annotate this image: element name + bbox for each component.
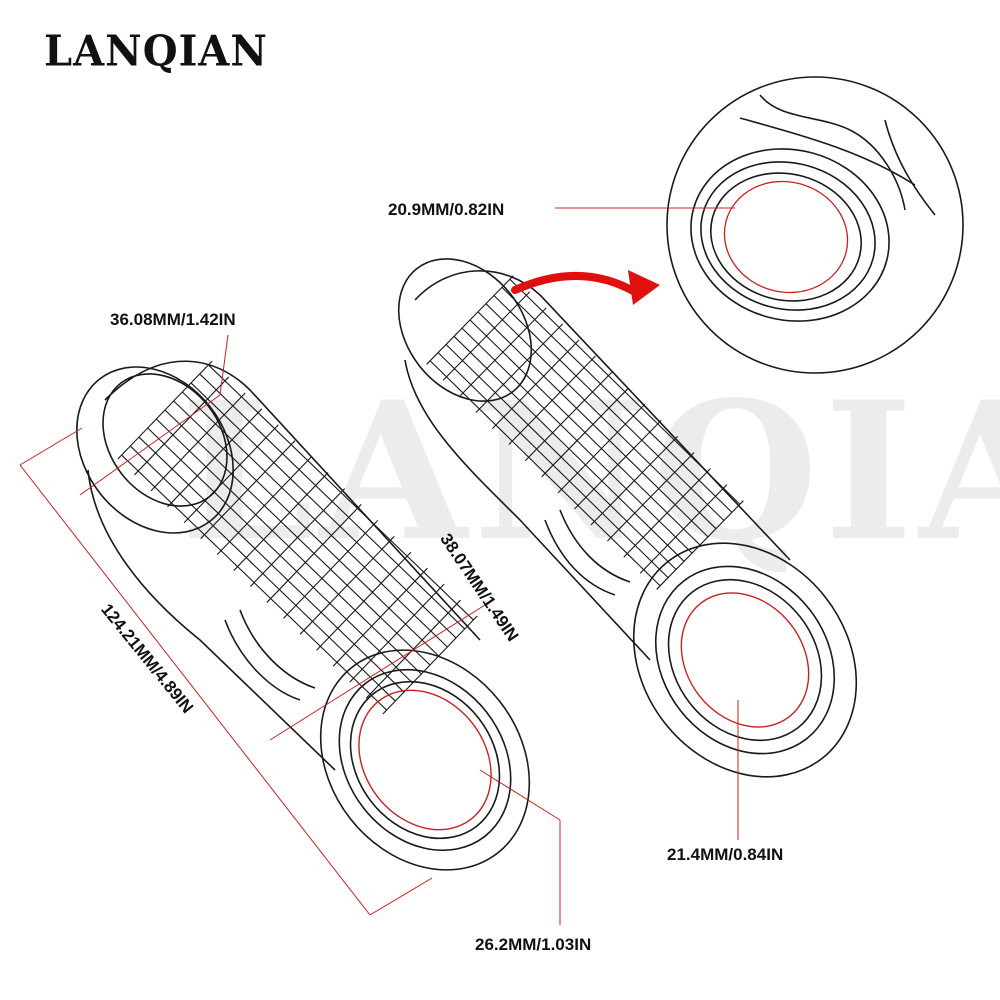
grip-rib-line: [437, 352, 669, 579]
grip-rib-line: [477, 311, 709, 538]
detail-arrow-head: [628, 270, 660, 305]
grip-rib-line: [181, 391, 448, 648]
bore-diameter-label: 21.4MM/0.84IN: [667, 845, 784, 864]
grip-rib-line: [129, 445, 396, 702]
grip-rib-line: [429, 360, 661, 587]
grip-rib-line: [155, 418, 422, 675]
left-bore-ring: [358, 689, 492, 831]
grip-rib-line: [138, 436, 405, 693]
detail-view: [666, 76, 964, 374]
grip-rib-line: [190, 382, 457, 639]
grip-rib-line: [173, 400, 440, 657]
right-bore-ring: [680, 592, 810, 728]
detail-inner-diameter-label: 20.9MM/0.82IN: [388, 200, 505, 219]
grip-rib-line: [509, 278, 741, 505]
grip-rib-line: [147, 427, 414, 684]
grip-rib-line: [501, 286, 733, 513]
grip-rib-line: [469, 319, 701, 546]
grip-rib-line: [493, 295, 725, 521]
right-grip-pattern: [426, 275, 744, 590]
left-grip: [76, 360, 531, 871]
grip-rib-line: [164, 409, 431, 666]
grip-rib-line: [453, 335, 685, 562]
brand-logo: LANQIAN: [44, 26, 268, 77]
end-inner-diameter-label: 26.2MM/1.03IN: [475, 935, 592, 954]
left-grip-pattern: [117, 360, 478, 715]
grip-rib-line: [485, 303, 717, 530]
grip-rib-line: [207, 364, 474, 621]
grip-rib-line: [461, 327, 693, 554]
detail-arrow: [511, 272, 639, 296]
grip-rib-line: [199, 373, 466, 630]
grip-rib-line: [121, 454, 388, 711]
grip-rib-line: [445, 344, 677, 570]
detail-bore-ring: [723, 180, 849, 294]
right-grip: [397, 258, 858, 778]
dimension-lines: [19, 207, 739, 925]
watermark: LANQIAN: [180, 360, 1000, 583]
end-outer-diameter-label: 36.08MM/1.42IN: [110, 310, 236, 329]
